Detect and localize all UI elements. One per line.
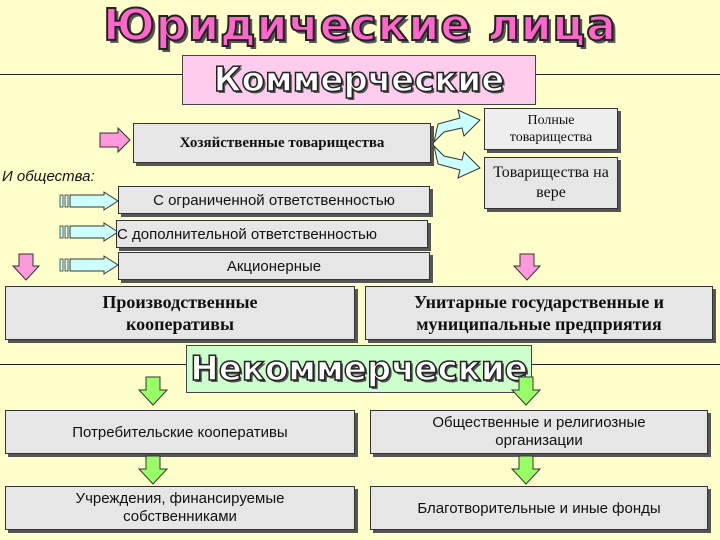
foundations-label: Благотворительные и иные фонды [417, 499, 661, 517]
arrow-down-icon [512, 253, 542, 281]
consumer-coops-label: Потребительские кооперативы [72, 423, 288, 441]
curved-arrow-down-icon [433, 144, 481, 179]
companies-label: И общества: [2, 168, 95, 185]
arrow-down-icon [510, 376, 542, 406]
page-title: Юридические лица [102, 0, 617, 52]
arrow-down-icon [11, 253, 41, 281]
foundations-box: Благотворительные и иные фонды [370, 486, 708, 530]
noncommercial-banner: Некоммерческие [186, 345, 532, 393]
limited-partnerships-box: Товарищества на вере [484, 157, 618, 209]
arrow-down-icon [137, 376, 169, 406]
unitary-box: Унитарные государственные и муниципальны… [365, 286, 713, 340]
llc-label: С ограниченной ответственностью [153, 191, 395, 209]
arrow-right-icon [99, 126, 131, 154]
partnerships-label: Хозяйственные товарищества [179, 134, 385, 151]
unitary-label: Унитарные государственные и муниципальны… [413, 292, 665, 334]
arrow-right-icon [59, 255, 119, 275]
institutions-label: Учреждения, финансируемые собственниками [75, 490, 285, 525]
arrow-right-icon [59, 222, 119, 242]
partnerships-box: Хозяйственные товарищества [133, 123, 431, 163]
curved-arrow-up-icon [433, 109, 481, 144]
limited-partnerships-label: Товарищества на вере [493, 164, 609, 201]
joint-stock-label: Акционерные [226, 257, 322, 275]
llc-box: С ограниченной ответственностью [118, 186, 430, 214]
public-religious-box: Общественные и религиозные организации [370, 410, 708, 454]
consumer-coops-box: Потребительские кооперативы [5, 410, 355, 454]
arrow-right-icon [59, 191, 119, 211]
full-partnerships-box: Полные товарищества [484, 108, 618, 150]
alc-box: С дополнительной ответственностью [116, 220, 428, 248]
arrow-down-icon [137, 455, 169, 485]
institutions-box: Учреждения, финансируемые собственниками [5, 486, 355, 530]
arrow-down-icon [510, 455, 542, 485]
full-partnerships-label: Полные товарищества [509, 113, 593, 145]
commercial-banner: Коммерческие [182, 55, 536, 105]
joint-stock-box: Акционерные [118, 252, 430, 280]
public-religious-label: Общественные и религиозные организации [432, 414, 646, 449]
cooperatives-label: Производственные кооперативы [102, 292, 258, 334]
alc-label: С дополнительной ответственностью [117, 225, 378, 243]
cooperatives-box: Производственные кооперативы [5, 286, 355, 340]
